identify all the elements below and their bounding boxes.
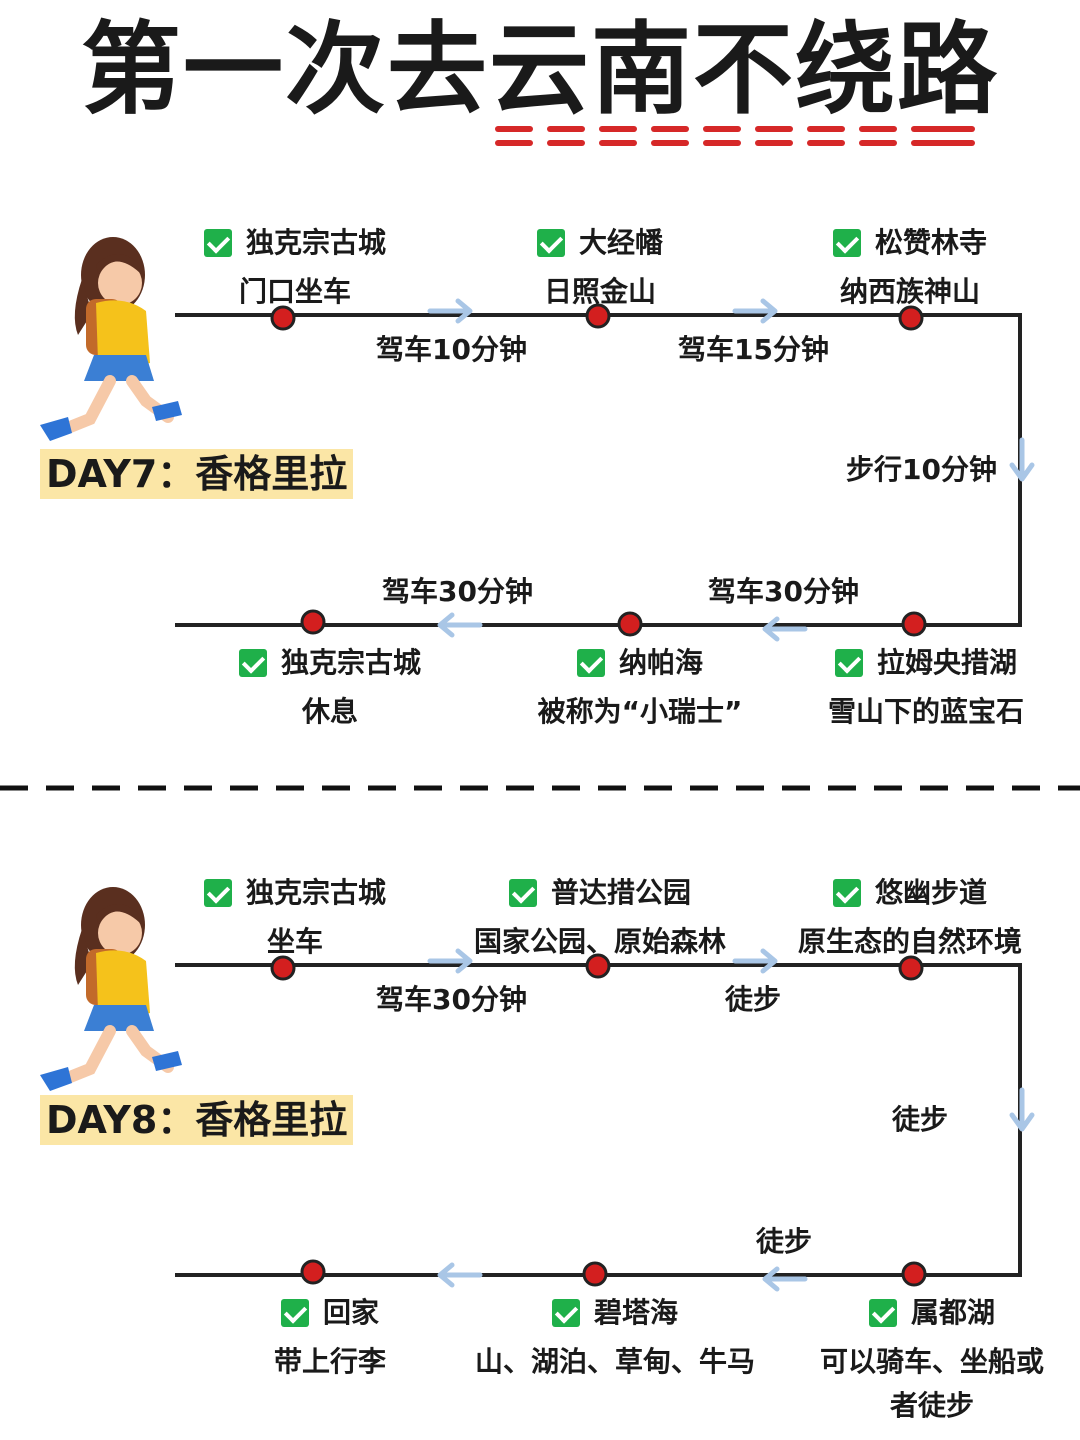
day-label: DAY7：香格里拉 xyxy=(40,449,354,499)
stop: 松赞林寺 纳西族神山 xyxy=(790,221,1030,314)
title-underline xyxy=(495,126,975,146)
check-icon xyxy=(576,649,605,677)
stop: 碧塔海 山、湖泊、草甸、牛马 xyxy=(474,1296,755,1378)
stop-dot xyxy=(901,611,927,637)
check-icon xyxy=(536,229,565,257)
segment-label: 徒步 xyxy=(892,1103,949,1136)
stop-dot xyxy=(270,305,296,331)
arrow-left-icon xyxy=(437,612,483,638)
check-icon xyxy=(280,1299,309,1327)
arrow-right-icon xyxy=(427,298,473,324)
segment-label: 步行10分钟 xyxy=(846,453,997,486)
segment-label: 徒步 xyxy=(756,1225,813,1258)
segment-label: 驾车15分钟 xyxy=(678,333,829,366)
segment-label: 驾车30分钟 xyxy=(376,983,527,1016)
arrow-left-icon xyxy=(762,616,808,642)
stop: 独克宗古城 休息 xyxy=(200,641,460,734)
girl-illustration xyxy=(40,237,182,441)
arrow-right-icon xyxy=(732,298,778,324)
stop-dot xyxy=(585,953,611,979)
page-title: 第一次去云南不绕路 xyxy=(81,11,999,128)
stop: 悠幽步道 原生态的自然环境 xyxy=(797,876,1022,958)
day7-route-lines xyxy=(40,237,1035,642)
stop-dot xyxy=(901,1261,927,1287)
day8-route: DAY8：香格里拉 独克宗古城 坐车 普达措公园 国家公园、原始森林 悠幽步道 … xyxy=(0,845,1080,1422)
arrow-left-icon xyxy=(437,1262,483,1288)
check-icon xyxy=(832,879,861,907)
stop-dot xyxy=(898,305,924,331)
stop-dot xyxy=(585,303,611,329)
stop-dot xyxy=(617,611,643,637)
stop: 大经幡 日照金山 xyxy=(470,221,730,314)
stop-dot xyxy=(300,609,326,635)
check-icon xyxy=(868,1299,897,1327)
day-label: DAY8：香格里拉 xyxy=(40,1095,354,1145)
check-icon xyxy=(203,229,232,257)
day7-route: DAY7：香格里拉 独克宗古城 门口坐车 大经幡 日照金山 松赞林寺 纳西族神山… xyxy=(0,195,1080,755)
check-icon xyxy=(834,649,863,677)
arrow-right-icon xyxy=(732,948,778,974)
check-icon xyxy=(551,1299,580,1327)
day8-route-lines xyxy=(40,887,1035,1292)
check-icon xyxy=(508,879,537,907)
stop: 独克宗古城 门口坐车 xyxy=(160,221,430,314)
check-icon xyxy=(832,229,861,257)
stop: 纳帕海 被称为“小瑞士” xyxy=(537,646,743,728)
segment-label: 驾车10分钟 xyxy=(376,333,527,366)
section-divider xyxy=(0,785,1080,791)
segment-label: 驾车30分钟 xyxy=(708,575,859,608)
stop-dot xyxy=(270,955,296,981)
stop-dot xyxy=(300,1259,326,1285)
stop: 回家 带上行李 xyxy=(273,1296,386,1378)
stop: 独克宗古城 坐车 xyxy=(160,871,430,964)
arrow-right-icon xyxy=(427,948,473,974)
stop-dot xyxy=(898,955,924,981)
stop: 属都湖 可以骑车、坐船或 者徒步 xyxy=(819,1296,1044,1422)
stop-dot xyxy=(582,1261,608,1287)
stop: 拉姆央措湖 雪山下的蓝宝石 xyxy=(827,646,1024,728)
segment-label: 徒步 xyxy=(725,983,782,1016)
check-icon xyxy=(238,649,267,677)
arrow-down-icon xyxy=(1009,437,1035,482)
stop: 普达措公园 国家公园、原始森林 xyxy=(473,876,726,958)
check-icon xyxy=(203,879,232,907)
arrow-down-icon xyxy=(1009,1087,1035,1132)
segment-label: 驾车30分钟 xyxy=(382,575,533,608)
girl-illustration xyxy=(40,887,182,1091)
arrow-left-icon xyxy=(762,1266,808,1292)
